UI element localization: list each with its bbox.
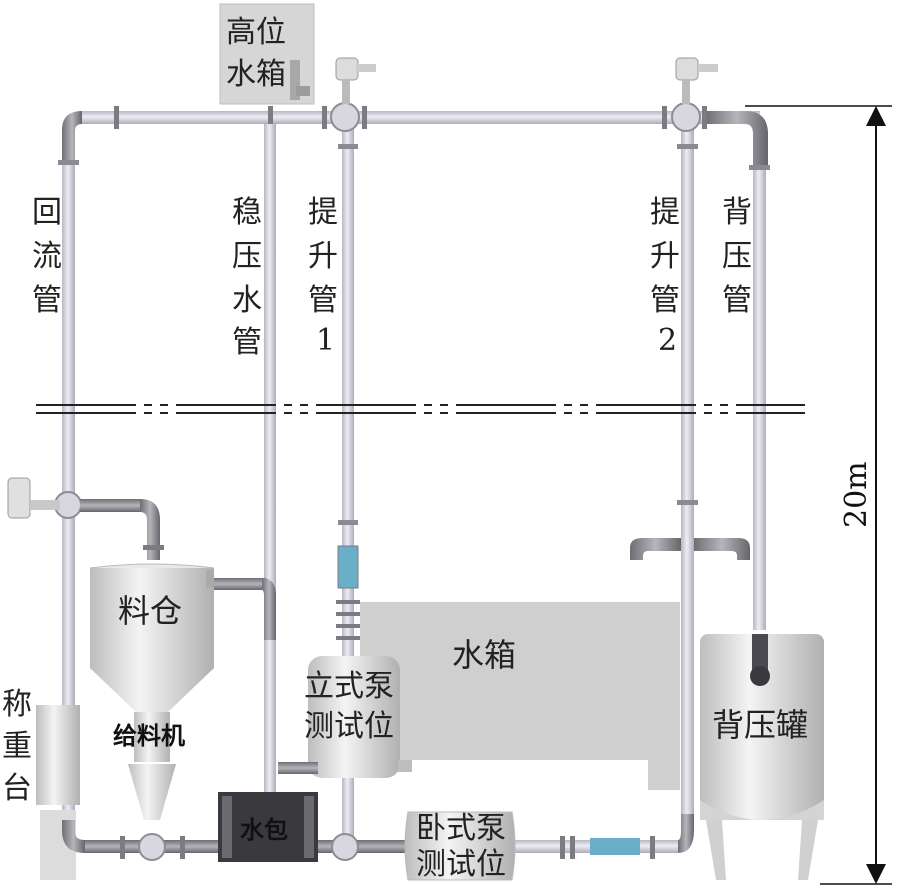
break-lines <box>36 404 805 414</box>
back-pressure-pipe-char-1: 背 <box>722 195 752 230</box>
water-tank: 水箱 <box>360 602 680 790</box>
riser2-outlets <box>630 538 750 560</box>
riser2-char-4: 2 <box>658 323 677 358</box>
riser1-sight-glass <box>337 545 359 589</box>
height-dimension-label: 20m <box>839 461 874 528</box>
weighing-label-1: 称 <box>2 687 32 722</box>
back-pressure-tank: 背压罐 <box>700 634 824 880</box>
riser1-char-1: 提 <box>308 195 338 230</box>
valve-icon <box>330 57 376 132</box>
stabilizer-pipe-char-4: 管 <box>232 325 262 360</box>
stabilizer-pipe-char-1: 稳 <box>232 195 262 230</box>
riser1-label: 提 升 管 1 <box>308 195 338 358</box>
riser1-char-3: 管 <box>308 283 338 318</box>
back-pressure-pipe-char-2: 压 <box>722 239 752 274</box>
back-pressure-tank-label: 背压罐 <box>712 706 808 744</box>
back-pressure-pipe-char-3: 管 <box>722 283 752 318</box>
riser1-char-2: 升 <box>308 239 338 274</box>
feeder-label: 给料机 <box>113 722 185 750</box>
high-level-water-tank: 高位 水箱 <box>219 3 315 105</box>
high-tank-label-line1: 高位 <box>226 15 286 50</box>
top-header-pipe <box>62 106 768 165</box>
water-drum: 水包 <box>218 792 318 862</box>
feeder: 给料机 <box>113 712 185 820</box>
return-pipe-char-3: 管 <box>32 283 62 318</box>
return-pipe-char-2: 流 <box>32 239 62 274</box>
return-pipe-char-1: 回 <box>32 195 62 230</box>
riser2-char-2: 升 <box>650 239 680 274</box>
return-pipe-label: 回 流 管 <box>32 195 62 318</box>
return-pipe-valve <box>7 477 164 560</box>
horizontal-pump-label-2: 测试位 <box>416 847 506 882</box>
riser2-label: 提 升 管 2 <box>650 195 680 358</box>
vertical-pump-test-position: 立式泵 测试位 <box>278 656 412 778</box>
riser2-char-1: 提 <box>650 195 680 230</box>
height-dimension: 20m <box>745 105 892 885</box>
vertical-pump-label-2: 测试位 <box>304 709 394 744</box>
flange-icon <box>336 600 360 640</box>
weighing-label-2: 重 <box>2 729 32 764</box>
weighing-table: 称 重 台 <box>2 687 80 880</box>
valve-icon <box>671 57 718 132</box>
stabilizer-pipe-char-2: 压 <box>232 239 262 274</box>
vertical-pump-label-1: 立式泵 <box>304 669 394 704</box>
horizontal-pump-label-1: 卧式泵 <box>416 811 506 846</box>
stabilizer-pipe-label: 稳 压 水 管 <box>232 195 262 360</box>
flange-icon <box>114 106 707 129</box>
water-tank-label: 水箱 <box>452 636 516 674</box>
bottom-loop-pipe <box>62 814 694 861</box>
back-pressure-pipe-label: 背 压 管 <box>722 195 752 318</box>
horizontal-pump-test-position: 卧式泵 测试位 <box>404 811 516 882</box>
high-tank-label-line2: 水箱 <box>226 57 286 92</box>
hopper-label: 料仓 <box>118 592 182 630</box>
hopper: 料仓 <box>89 563 276 712</box>
water-drum-label: 水包 <box>240 816 288 844</box>
riser2-char-3: 管 <box>650 283 680 318</box>
weighing-label-3: 台 <box>2 771 32 806</box>
stabilizer-pipe-char-3: 水 <box>232 283 262 318</box>
riser1-char-4: 1 <box>316 323 335 358</box>
